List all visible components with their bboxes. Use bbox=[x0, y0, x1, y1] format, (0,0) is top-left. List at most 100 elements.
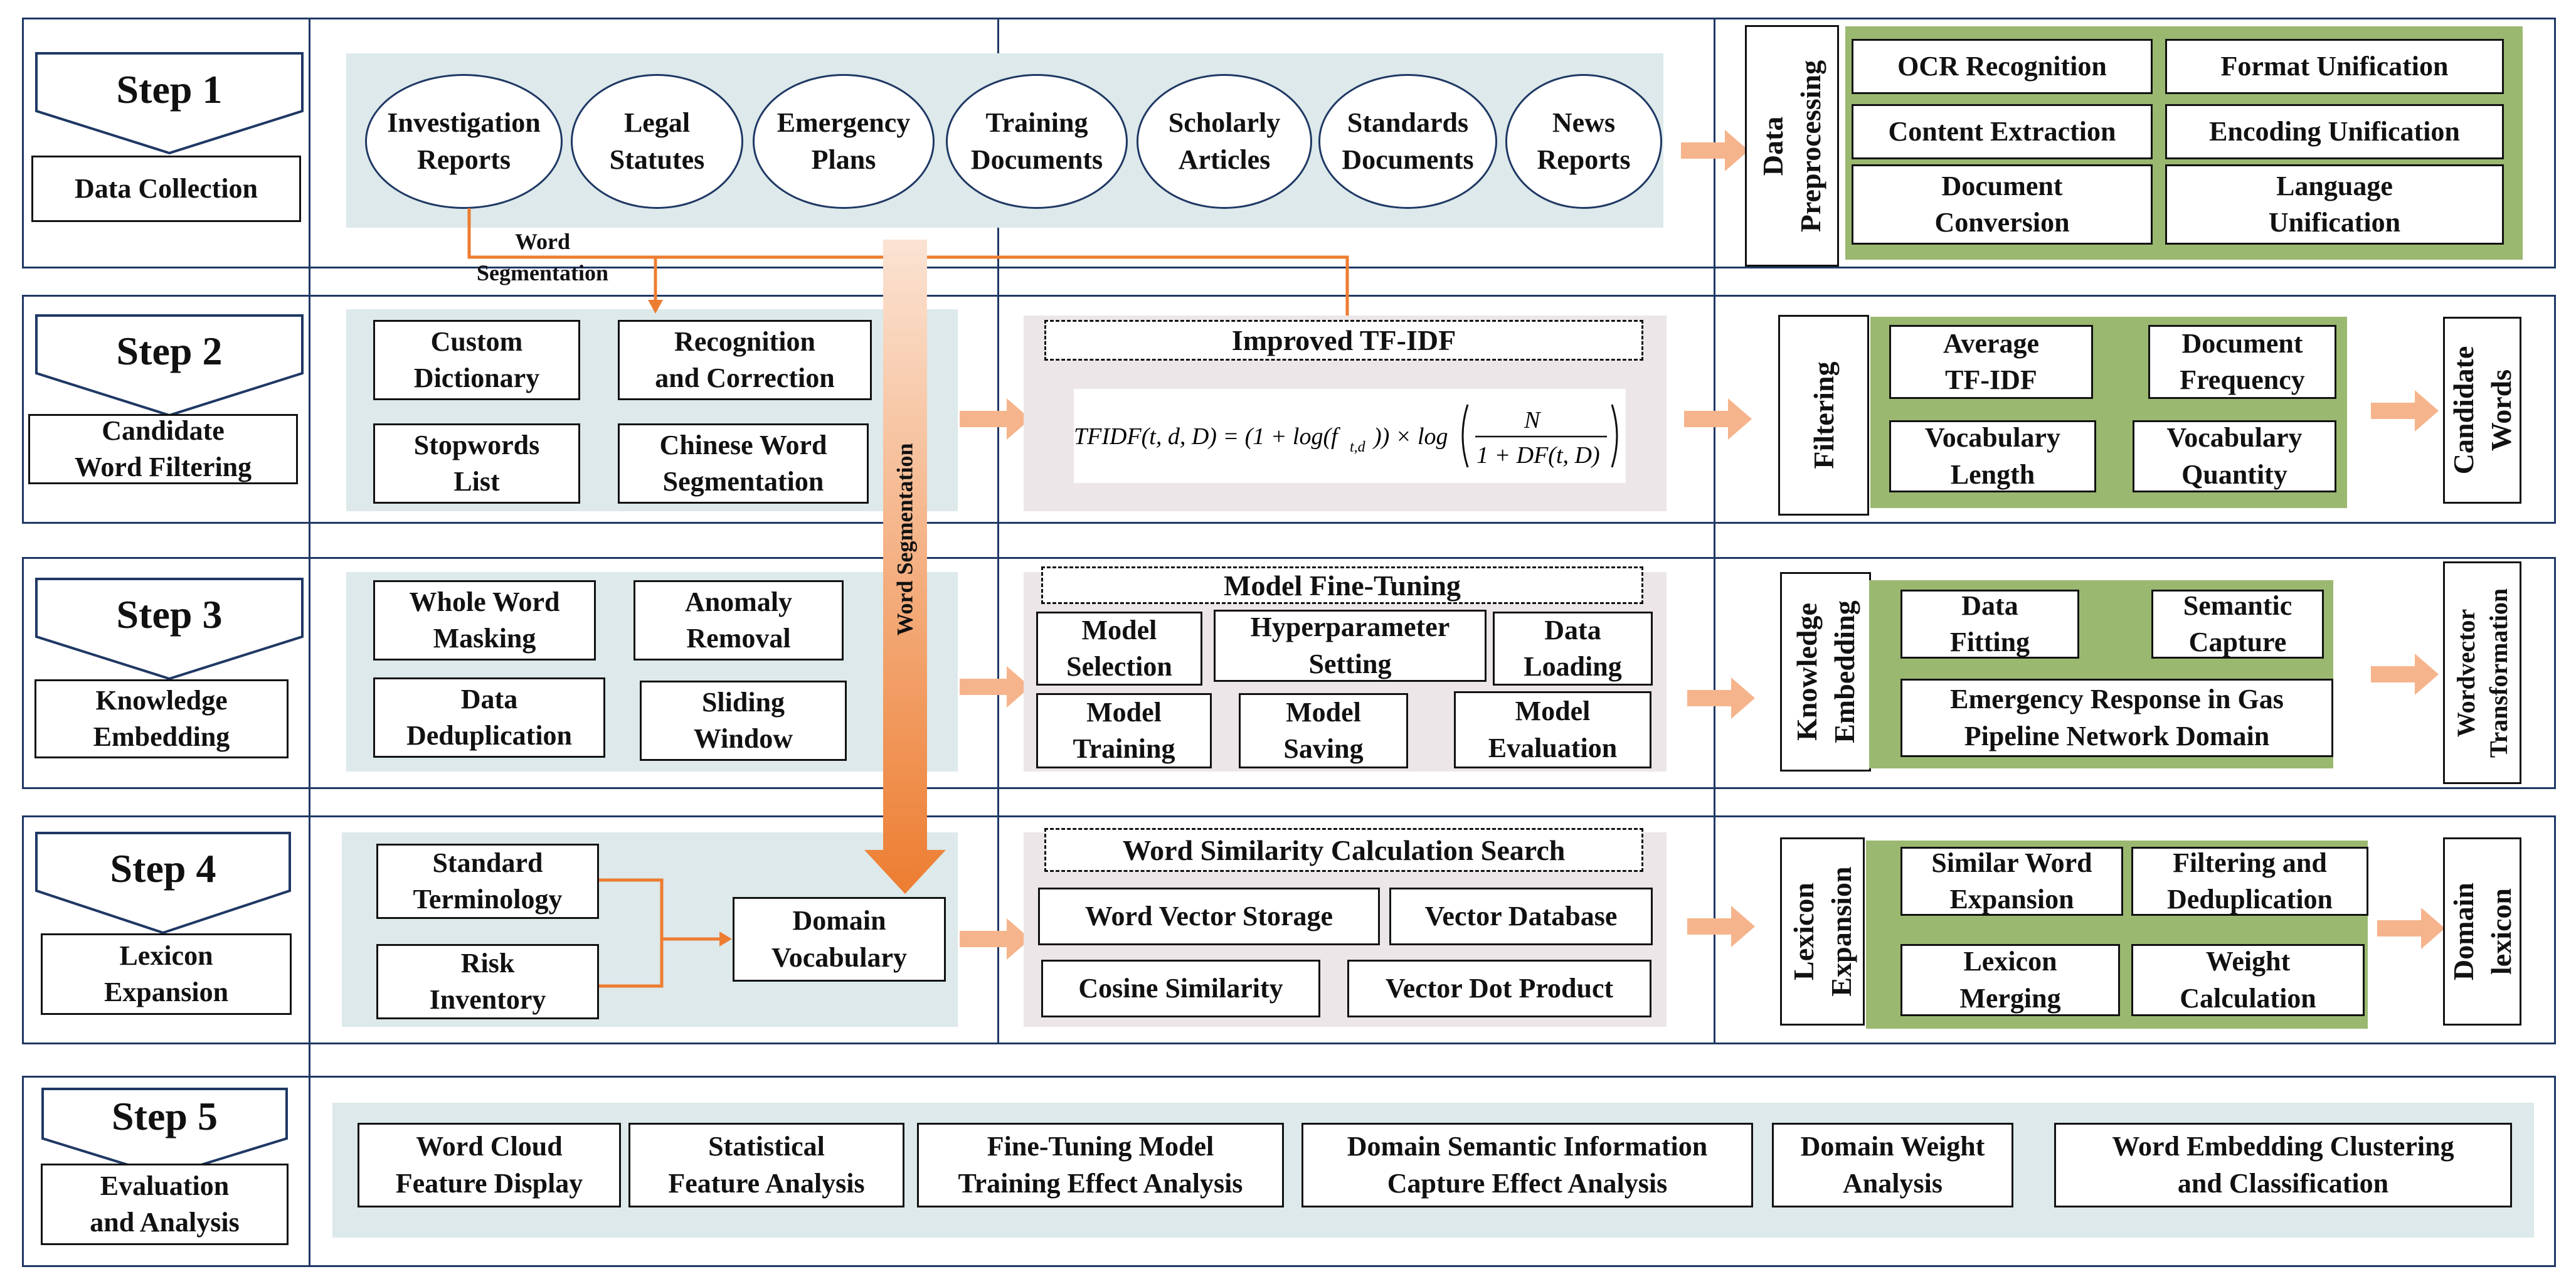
candidate-words-box: Candidate Words bbox=[2443, 317, 2521, 504]
word-segmentation-small-label: Word Segmentation bbox=[477, 229, 608, 286]
wordvector-transformation-box: Wordvector Transformation bbox=[2443, 561, 2521, 784]
similarity-title: Word Similarity Calculation Search bbox=[1044, 828, 1643, 872]
eval-word-embedding-clustering: Word Embedding Clustering and Classifica… bbox=[2054, 1123, 2512, 1207]
lexicon-merging: Lexicon Merging bbox=[1900, 944, 2120, 1016]
divider-step-col bbox=[309, 18, 310, 1267]
eval-statistical-feature: Statistical Feature Analysis bbox=[628, 1123, 904, 1207]
arrow-row2-b bbox=[1684, 398, 1752, 440]
source-scholarly-articles: Scholarly Articles bbox=[1137, 74, 1312, 209]
source-news-reports: News Reports bbox=[1505, 74, 1662, 209]
sliding-window: Sliding Window bbox=[640, 681, 847, 761]
finetune-title: Model Fine-Tuning bbox=[1041, 566, 1643, 604]
source-emergency-plans: Emergency Plans bbox=[753, 74, 935, 209]
step1-title: Step 1 bbox=[116, 67, 223, 112]
filter-vocabulary-length: Vocabulary Length bbox=[1889, 420, 2096, 492]
arrow-row2-c bbox=[2371, 390, 2439, 432]
eval-domain-semantic: Domain Semantic Information Capture Effe… bbox=[1301, 1123, 1753, 1207]
candidate-words-label: Candidate Words bbox=[2447, 346, 2517, 475]
step5-title: Step 5 bbox=[112, 1094, 218, 1138]
recognition-and-correction: Recognition and Correction bbox=[618, 320, 872, 400]
knowledge-embedding-label-box: Knowledge Embedding bbox=[1780, 572, 1871, 772]
connector-vocab-merge bbox=[599, 878, 732, 988]
filtering-label-box: Filtering bbox=[1778, 315, 1869, 516]
filtering-label: Filtering bbox=[1807, 361, 1840, 469]
filtering-and-deduplication: Filtering and Deduplication bbox=[2131, 847, 2368, 916]
filter-document-frequency: Document Frequency bbox=[2148, 325, 2336, 399]
pre-document-conversion: Document Conversion bbox=[1852, 164, 2153, 245]
step2-pentagon bbox=[35, 314, 304, 417]
data-fitting: Data Fitting bbox=[1900, 590, 2079, 659]
svg-text:1 + DF(t, D): 1 + DF(t, D) bbox=[1476, 442, 1600, 469]
whole-word-masking: Whole Word Masking bbox=[373, 580, 596, 661]
word-segmentation-vertical-label: Word Segmentation bbox=[892, 443, 918, 636]
step2-name: Candidate Word Filtering bbox=[28, 414, 298, 484]
semantic-capture: Semantic Capture bbox=[2151, 590, 2324, 659]
arrow-row1 bbox=[1681, 130, 1749, 171]
svg-text:t,d: t,d bbox=[1350, 439, 1366, 455]
word-segmentation-vertical-wrap: Word Segmentation bbox=[855, 376, 955, 703]
source-standards-documents: Standards Documents bbox=[1318, 74, 1497, 209]
model-evaluation: Model Evaluation bbox=[1454, 691, 1651, 768]
step3-pentagon bbox=[35, 578, 304, 681]
arrow-row4-c bbox=[2377, 908, 2445, 949]
source-training-documents: Training Documents bbox=[946, 74, 1128, 209]
cosine-similarity: Cosine Similarity bbox=[1041, 960, 1320, 1017]
model-training: Model Training bbox=[1036, 693, 1212, 768]
arrow-row3-b bbox=[1687, 677, 1755, 719]
wordvector-transformation-label: Wordvector Transformation bbox=[2451, 588, 2513, 758]
vector-database: Vector Database bbox=[1389, 888, 1653, 945]
custom-dictionary: Custom Dictionary bbox=[373, 320, 580, 400]
svg-text:TFIDF(t, d, D) = (1 + log(f: TFIDF(t, d, D) = (1 + log(f bbox=[1074, 423, 1340, 450]
tfidf-formula: TFIDF(t, d, D) = (1 + log(f t,d )) × log… bbox=[1074, 389, 1626, 483]
svg-text:)) × log: )) × log bbox=[1372, 423, 1448, 450]
step1-pentagon bbox=[35, 52, 304, 155]
model-saving: Model Saving bbox=[1239, 693, 1408, 768]
data-loading: Data Loading bbox=[1493, 612, 1653, 686]
pre-ocr-recognition: OCR Recognition bbox=[1852, 39, 2153, 94]
model-selection: Model Selection bbox=[1036, 612, 1202, 686]
chinese-word-segmentation: Chinese Word Segmentation bbox=[618, 423, 869, 504]
arrow-row4-b bbox=[1687, 906, 1755, 947]
standard-terminology: Standard Terminology bbox=[376, 844, 599, 919]
step5-name: Evaluation and Analysis bbox=[41, 1164, 289, 1245]
arrow-row2-a bbox=[960, 398, 1031, 440]
divider-mid-col bbox=[997, 18, 999, 1044]
step1-name: Data Collection bbox=[31, 156, 301, 222]
tfidf-formula-svg: TFIDF(t, d, D) = (1 + log(f t,d )) × log… bbox=[1074, 404, 1618, 469]
lexicon-expansion-label: Lexicon Expansion bbox=[1787, 866, 1857, 997]
pre-format-unification: Format Unification bbox=[2165, 39, 2504, 94]
filter-average-tfidf: Average TF-IDF bbox=[1889, 325, 2093, 399]
domain-vocabulary: Domain Vocabulary bbox=[733, 897, 946, 982]
domain-lexicon-box: Domain lexicon bbox=[2443, 837, 2521, 1026]
domain-lexicon-label: Domain lexicon bbox=[2447, 883, 2517, 980]
step2-title: Step 2 bbox=[116, 329, 223, 373]
tfidf-title: Improved TF-IDF bbox=[1044, 320, 1643, 361]
pre-encoding-unification: Encoding Unification bbox=[2165, 104, 2504, 159]
arrow-row3-a bbox=[960, 666, 1031, 708]
step4-pentagon bbox=[35, 832, 291, 935]
arrow-row3-c bbox=[2371, 654, 2439, 695]
knowledge-embedding-label: Knowledge Embedding bbox=[1790, 600, 1860, 743]
source-legal-statutes: Legal Statutes bbox=[571, 74, 743, 209]
word-vector-storage: Word Vector Storage bbox=[1038, 888, 1380, 945]
eval-word-cloud: Word Cloud Feature Display bbox=[358, 1123, 621, 1207]
step4-title: Step 4 bbox=[110, 846, 216, 891]
filter-vocabulary-quantity: Vocabulary Quantity bbox=[2133, 420, 2336, 492]
preprocessing-label-box: Data Preprocessing bbox=[1745, 25, 1839, 267]
preprocessing-label: Data Preprocessing bbox=[1757, 60, 1826, 232]
source-investigation-reports: Investigation Reports bbox=[365, 74, 563, 209]
risk-inventory: Risk Inventory bbox=[376, 944, 599, 1019]
weight-calculation: Weight Calculation bbox=[2131, 944, 2365, 1016]
step3-name: Knowledge Embedding bbox=[34, 679, 289, 758]
divider-right-col bbox=[1714, 18, 1715, 1044]
similar-word-expansion: Similar Word Expansion bbox=[1900, 847, 2123, 916]
data-deduplication: Data Deduplication bbox=[373, 677, 605, 758]
pre-content-extraction: Content Extraction bbox=[1852, 104, 2153, 159]
stopwords-list: Stopwords List bbox=[373, 423, 580, 504]
pre-language-unification: Language Unification bbox=[2165, 164, 2504, 245]
eval-fine-tuning-effect: Fine-Tuning Model Training Effect Analys… bbox=[917, 1123, 1284, 1207]
arrow-row4-a bbox=[960, 918, 1031, 960]
step5-pentagon bbox=[41, 1088, 288, 1178]
lexicon-expansion-label-box: Lexicon Expansion bbox=[1780, 837, 1865, 1026]
anomaly-removal: Anomaly Removal bbox=[633, 580, 844, 661]
